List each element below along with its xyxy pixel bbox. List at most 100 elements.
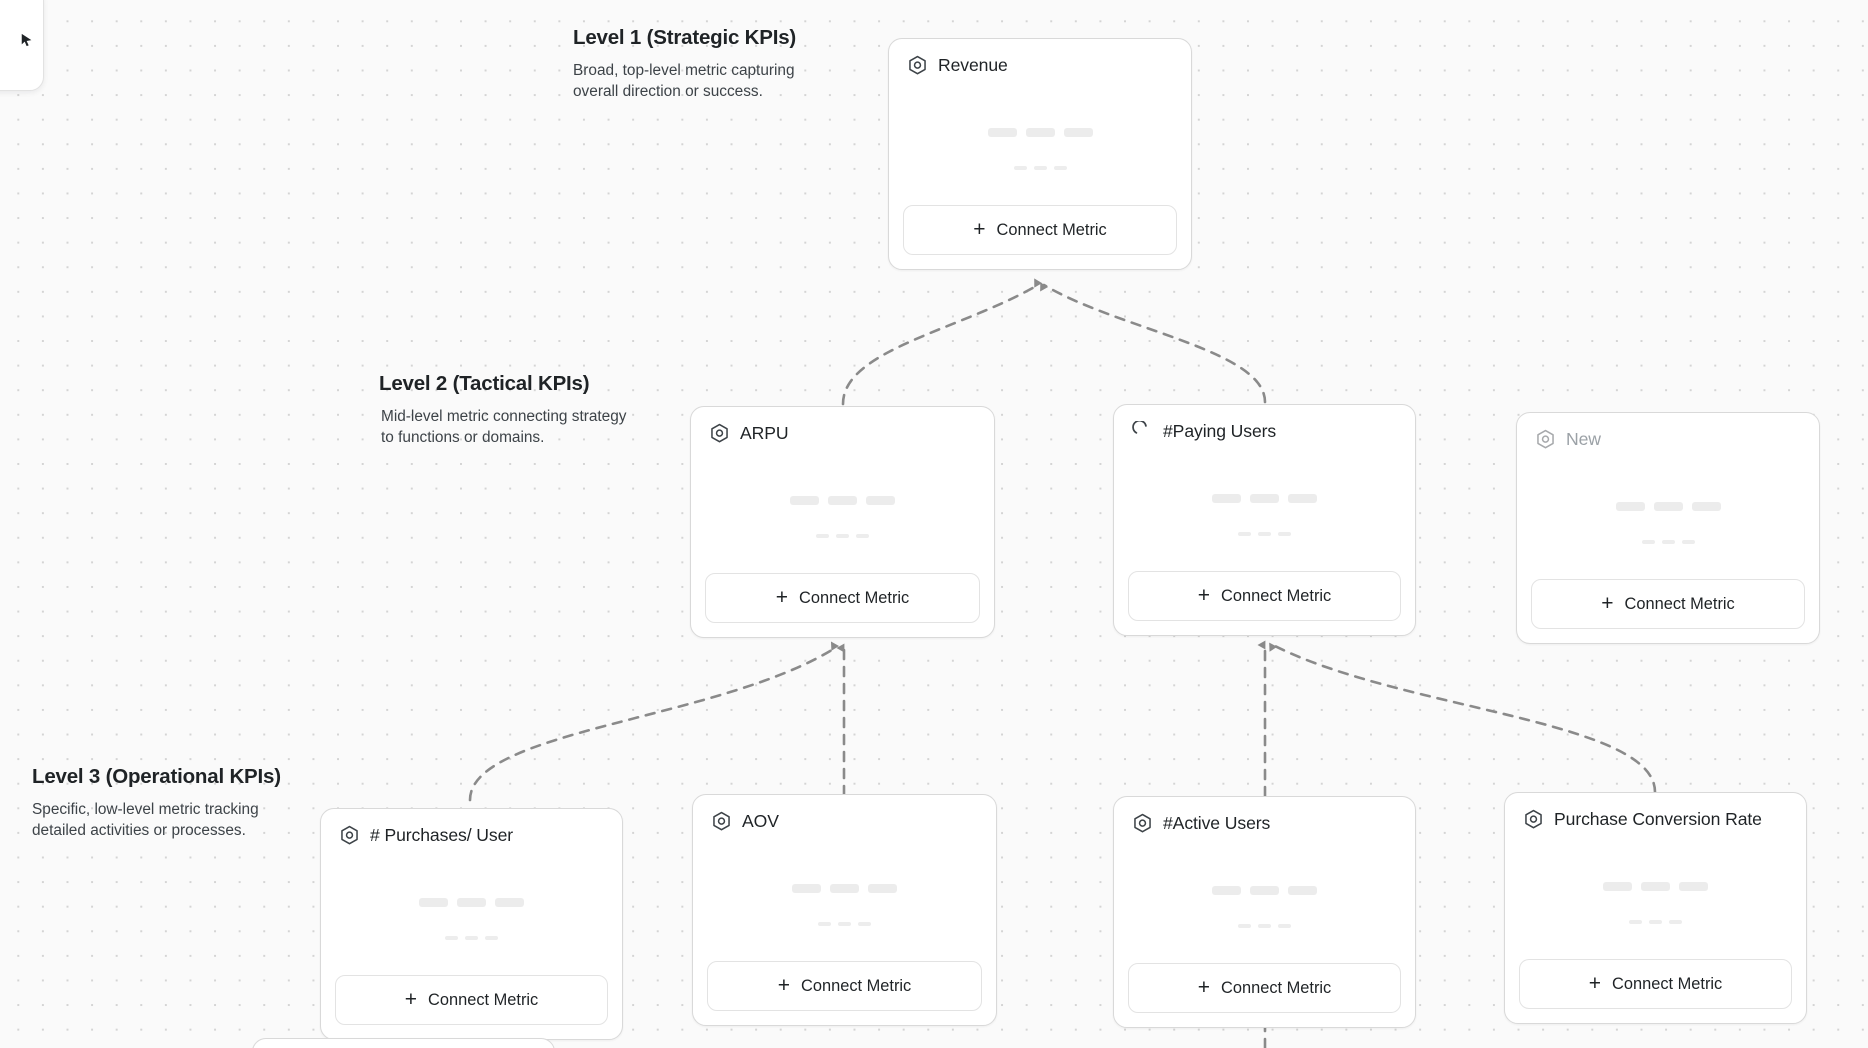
skeleton-row-secondary — [1517, 540, 1819, 544]
hexagon-target-icon — [1537, 429, 1554, 449]
card-body-placeholder — [1505, 830, 1806, 959]
skeleton-row-primary — [1517, 502, 1819, 511]
skeleton-bar — [792, 884, 821, 893]
card-header: # Purchases/ User — [321, 809, 622, 846]
card-header: #Active Users — [1114, 797, 1415, 834]
connect-metric-button[interactable]: + Connect Metric — [1128, 963, 1401, 1013]
skeleton-bar — [1629, 920, 1642, 924]
floating-toolbar-panel[interactable] — [0, 0, 44, 91]
skeleton-bar — [1212, 886, 1241, 895]
metric-card-arpu[interactable]: ARPU + Connect Metric — [690, 406, 995, 638]
skeleton-bar — [866, 496, 895, 505]
skeleton-bar — [868, 884, 897, 893]
skeleton-bar — [1649, 920, 1662, 924]
metric-card-purchases-per-user[interactable]: # Purchases/ User + Connect Metric — [320, 808, 623, 1040]
hexagon-target-icon — [713, 811, 730, 831]
connect-metric-label: Connect Metric — [799, 588, 910, 607]
connect-metric-button[interactable]: + Connect Metric — [705, 573, 980, 623]
connect-metric-label: Connect Metric — [1221, 586, 1332, 605]
skeleton-row-secondary — [693, 922, 996, 926]
skeleton-bar — [1288, 494, 1317, 503]
spinner-loading-icon — [1132, 421, 1147, 434]
skeleton-bar — [1258, 532, 1271, 536]
card-body-placeholder — [889, 76, 1191, 205]
level-3-title: Level 3 (Operational KPIs) — [32, 765, 281, 788]
skeleton-row-primary — [321, 898, 622, 907]
hexagon-target-icon — [711, 423, 728, 443]
card-title: #Paying Users — [1163, 421, 1277, 441]
level-1-label-block: Level 1 (Strategic KPIs) Broad, top-leve… — [573, 26, 833, 103]
card-title: ARPU — [740, 423, 789, 443]
skeleton-bar — [1212, 494, 1241, 503]
level-2-title: Level 2 (Tactical KPIs) — [379, 372, 590, 395]
skeleton-bar — [465, 936, 478, 940]
skeleton-bar — [1278, 532, 1291, 536]
metric-card-active-users[interactable]: #Active Users + Connect Metric — [1113, 796, 1416, 1028]
skeleton-row-primary — [691, 496, 994, 505]
metric-card-paying-users[interactable]: #Paying Users + Connect Metric — [1113, 404, 1416, 636]
skeleton-bar — [790, 496, 819, 505]
connect-metric-label: Connect Metric — [996, 220, 1107, 239]
card-header: AOV — [693, 795, 996, 832]
card-header: #Paying Users — [1114, 405, 1415, 442]
skeleton-bar — [1669, 920, 1682, 924]
connect-metric-button[interactable]: + Connect Metric — [1519, 959, 1792, 1009]
metric-card-purchase-conversion-rate[interactable]: Purchase Conversion Rate + Connect Metri… — [1504, 792, 1807, 1024]
card-body-placeholder — [321, 846, 622, 975]
skeleton-bar — [419, 898, 448, 907]
edge-paying-to-revenue — [1040, 282, 1267, 404]
level-3-description: Specific, low-level metric tracking deta… — [32, 801, 259, 840]
skeleton-bar — [1603, 882, 1632, 891]
connect-metric-button[interactable]: + Connect Metric — [335, 975, 608, 1025]
skeleton-bar — [836, 534, 849, 538]
skeleton-bar — [1288, 886, 1317, 895]
skeleton-bar — [1641, 540, 1655, 544]
plus-icon: + — [1197, 975, 1211, 999]
connect-metric-label: Connect Metric — [801, 976, 912, 995]
skeleton-bar — [830, 884, 859, 893]
skeleton-bar — [1025, 128, 1055, 137]
connect-metric-button[interactable]: + Connect Metric — [1531, 579, 1805, 629]
card-header: Purchase Conversion Rate — [1505, 793, 1806, 830]
metric-card-aov[interactable]: AOV + Connect Metric — [692, 794, 997, 1026]
card-header: Revenue — [889, 39, 1191, 76]
card-body-placeholder — [1114, 442, 1415, 571]
skeleton-bar — [1250, 494, 1279, 503]
level-3-label-block: Level 3 (Operational KPIs) Specific, low… — [32, 765, 292, 842]
card-title: New — [1566, 429, 1601, 449]
skeleton-bar — [1641, 882, 1670, 891]
connect-metric-label: Connect Metric — [1624, 594, 1735, 613]
skeleton-bar — [1033, 166, 1047, 170]
metric-card-offscreen-partial[interactable] — [252, 1038, 555, 1048]
metric-card-revenue[interactable]: Revenue + Connect Metric — [888, 38, 1192, 270]
connect-metric-button[interactable]: + Connect Metric — [903, 205, 1177, 255]
connect-metric-button[interactable]: + Connect Metric — [1128, 571, 1401, 621]
skeleton-bar — [856, 534, 869, 538]
skeleton-bar — [445, 936, 458, 940]
connect-metric-label: Connect Metric — [428, 990, 539, 1009]
skeleton-row-secondary — [1114, 532, 1415, 536]
skeleton-bar — [1278, 924, 1291, 928]
hexagon-target-icon — [909, 55, 926, 75]
skeleton-bar — [495, 898, 524, 907]
card-header: ARPU — [691, 407, 994, 444]
skeleton-bar — [1013, 166, 1027, 170]
card-body-placeholder — [1517, 450, 1819, 579]
connect-metric-button[interactable]: + Connect Metric — [707, 961, 982, 1011]
skeleton-row-primary — [1114, 886, 1415, 895]
connect-metric-label: Connect Metric — [1612, 974, 1723, 993]
hexagon-target-icon — [1525, 809, 1542, 829]
hexagon-target-icon — [341, 825, 358, 845]
skeleton-row-primary — [693, 884, 996, 893]
edge-conversion-to-paying — [1269, 642, 1657, 794]
skeleton-row-primary — [889, 128, 1191, 137]
level-2-description: Mid-level metric connecting strategy to … — [381, 408, 627, 447]
plus-icon: + — [973, 217, 986, 241]
card-header: New — [1517, 413, 1819, 450]
edge-purchases-to-arpu — [468, 641, 840, 802]
metric-card-new[interactable]: New + Connect Metric — [1516, 412, 1820, 644]
skeleton-bar — [1691, 502, 1721, 511]
level-1-description: Broad, top-level metric capturing overal… — [573, 62, 795, 101]
skeleton-bar — [1250, 886, 1279, 895]
